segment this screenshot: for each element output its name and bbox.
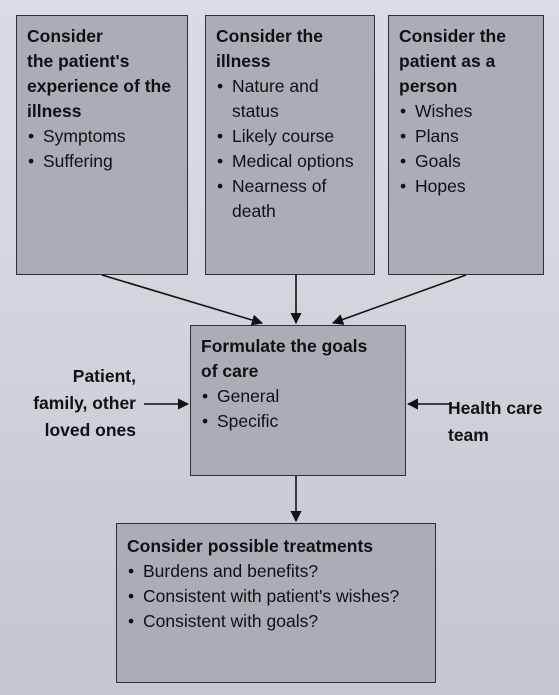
illness-box-title: Consider the illness: [216, 26, 323, 71]
treatments-box-title: Consider possible treatments: [127, 536, 374, 556]
experience-box-list: Symptoms Suffering: [27, 124, 177, 174]
health-care-team-label: Health care team: [448, 398, 543, 445]
goals-box: Formulate the goals of care General Spec…: [190, 325, 406, 476]
list-item: Burdens and benefits?: [127, 559, 425, 584]
list-item: Wishes: [399, 99, 533, 124]
experience-box-title: Consider the patient's experience of the…: [27, 26, 171, 121]
arrow-person-to-goals: [331, 274, 467, 325]
list-item: Hopes: [399, 174, 533, 199]
patient-family-label: Patient, family, other loved ones: [33, 366, 136, 440]
list-item: Suffering: [27, 149, 177, 174]
goals-box-title: Formulate the goals of care: [201, 336, 368, 381]
list-item: Specific: [201, 409, 395, 434]
list-item: General: [201, 384, 395, 409]
person-box-list: Wishes Plans Goals Hopes: [399, 99, 533, 199]
list-item: Consistent with patient's wishes?: [127, 584, 425, 609]
list-item: Consistent with goals?: [127, 609, 425, 634]
goals-box-list: General Specific: [201, 384, 395, 434]
arrow-experience-to-goals: [101, 274, 264, 326]
list-item: Likely course: [216, 124, 364, 149]
list-item: Plans: [399, 124, 533, 149]
list-item: Medical options: [216, 149, 364, 174]
treatments-box-list: Burdens and benefits? Consistent with pa…: [127, 559, 425, 634]
list-item: Goals: [399, 149, 533, 174]
person-box-title: Consider the patient as a person: [399, 26, 506, 96]
treatments-box: Consider possible treatments Burdens and…: [116, 523, 436, 683]
list-item: Symptoms: [27, 124, 177, 149]
experience-box: Consider the patient's experience of the…: [16, 15, 188, 275]
person-box: Consider the patient as a person Wishes …: [388, 15, 544, 275]
list-item: Nature and status: [216, 74, 364, 124]
illness-box-list: Nature and status Likely course Medical …: [216, 74, 364, 224]
list-item: Nearness of death: [216, 174, 364, 224]
illness-box: Consider the illness Nature and status L…: [205, 15, 375, 275]
